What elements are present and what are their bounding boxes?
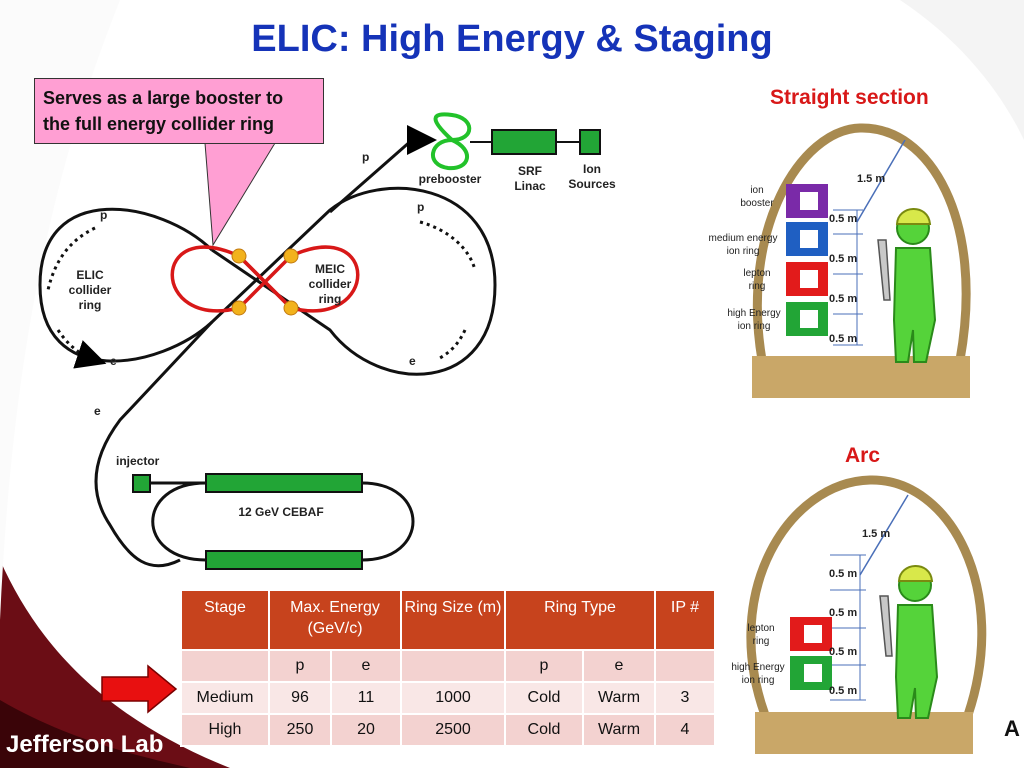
table-row: p e p e bbox=[180, 649, 716, 683]
worker-icon bbox=[877, 208, 937, 363]
tunnel-floor bbox=[755, 712, 973, 754]
dimension-label: 0.5 m bbox=[829, 293, 858, 305]
interaction-point bbox=[231, 248, 247, 264]
proton-label: p bbox=[362, 150, 370, 164]
table-header: Ring Type bbox=[504, 589, 656, 651]
interaction-point bbox=[283, 300, 299, 316]
page-title: ELIC: High Energy & Staging bbox=[251, 18, 773, 60]
lepton-ring-label: lepton ring bbox=[743, 268, 771, 292]
meic-ring-label: MEIC collider ring bbox=[308, 262, 352, 306]
dimension-label: 1.5 m bbox=[862, 528, 891, 540]
ion-sources-label: Ion Sources bbox=[568, 162, 616, 191]
tunnel-floor bbox=[752, 356, 970, 398]
table-header: Ring Size (m) bbox=[400, 589, 506, 651]
medium-ion-ring-label: medium energy ion ring bbox=[708, 233, 778, 257]
electron-label: e bbox=[409, 354, 416, 368]
dimension-label: 0.5 m bbox=[829, 213, 858, 225]
table-header: IP # bbox=[654, 589, 716, 651]
elic-ring-path bbox=[38, 186, 497, 376]
dimension-label: 0.5 m bbox=[829, 607, 858, 619]
jefferson-lab-logo: Jefferson Lab bbox=[6, 731, 164, 758]
high-ion-ring-label: high Energy ion ring bbox=[731, 662, 785, 686]
dimension-label: 0.5 m bbox=[829, 646, 858, 658]
corner-mark: A bbox=[1004, 716, 1020, 741]
prebooster-label: prebooster bbox=[418, 172, 482, 186]
table-header: Stage bbox=[180, 589, 270, 651]
straight-section-heading: Straight section bbox=[770, 86, 929, 109]
proton-label: p bbox=[417, 200, 425, 214]
staging-table: Stage Max. Energy (GeV/c) Ring Size (m) … bbox=[180, 589, 716, 747]
cebaf-linac-bottom bbox=[205, 550, 363, 570]
electron-label: e bbox=[110, 354, 117, 368]
arc-heading: Arc bbox=[845, 444, 881, 467]
table-row: High 250 20 2500 Cold Warm 4 bbox=[180, 713, 716, 747]
dimension-label: 1.5 m bbox=[857, 173, 886, 185]
lepton-ring-label: lepton ring bbox=[747, 623, 775, 647]
dimension-label: 0.5 m bbox=[829, 685, 858, 697]
high-ion-ring-label: high Energy ion ring bbox=[727, 308, 781, 332]
proton-label: p bbox=[100, 208, 108, 222]
dimension-label: 0.5 m bbox=[829, 253, 858, 265]
ion-booster-label: ion booster bbox=[740, 185, 774, 209]
interaction-point bbox=[283, 248, 299, 264]
injector-label: injector bbox=[116, 454, 160, 468]
dimension-label: 0.5 m bbox=[829, 568, 858, 580]
medium-row-arrow-icon bbox=[101, 664, 178, 714]
prebooster-ring bbox=[430, 112, 472, 171]
callout-box: Serves as a large booster to the full en… bbox=[34, 78, 324, 144]
ion-source bbox=[579, 129, 601, 155]
srf-linac-label: SRF Linac bbox=[514, 164, 546, 193]
table-row: Medium 96 11 1000 Cold Warm 3 bbox=[180, 681, 716, 715]
electron-label: e bbox=[94, 404, 101, 418]
proton-transfer-line bbox=[329, 138, 413, 214]
worker-icon bbox=[879, 565, 939, 719]
elic-ring-label: ELIC collider ring bbox=[68, 268, 112, 312]
table-header: Max. Energy (GeV/c) bbox=[268, 589, 402, 651]
interaction-point bbox=[231, 300, 247, 316]
dimension-label: 0.5 m bbox=[829, 333, 858, 345]
table-header-row: Stage Max. Energy (GeV/c) Ring Size (m) … bbox=[180, 589, 716, 651]
cebaf-label: 12 GeV CEBAF bbox=[238, 505, 324, 519]
electron-transfer-line bbox=[94, 320, 214, 568]
